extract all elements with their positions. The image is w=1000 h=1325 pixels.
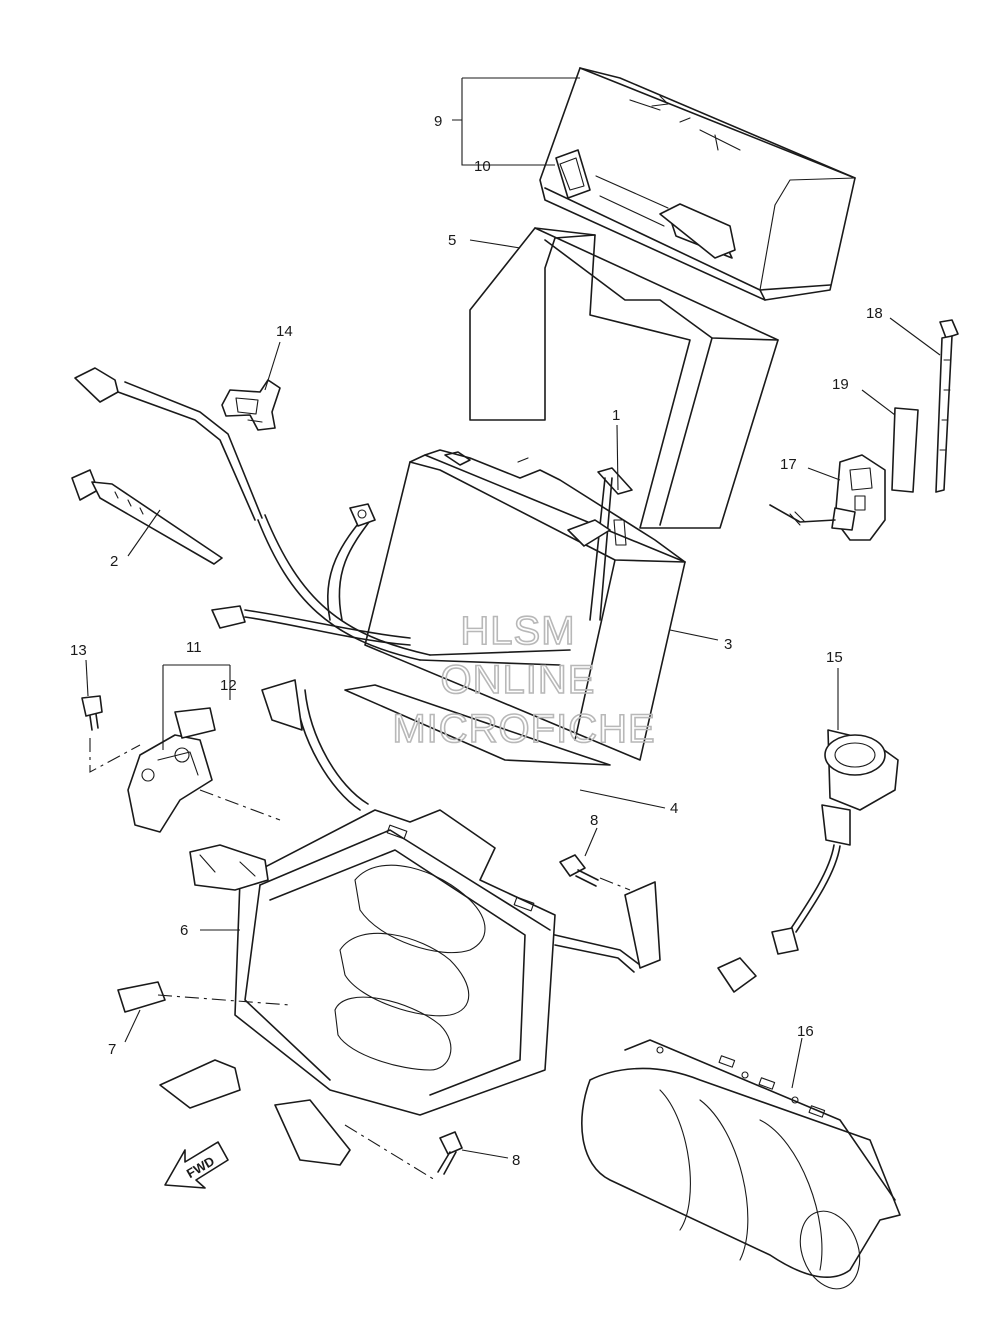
callout-7: 7 [108, 1041, 116, 1058]
battery-cable[interactable] [74, 367, 571, 666]
cable-tie-right[interactable] [935, 319, 959, 493]
battery-cover[interactable] [539, 67, 856, 301]
rubber-strip[interactable] [891, 407, 919, 493]
callout-4: 4 [670, 800, 678, 817]
watermark: HLSM ONLINE MICROFICHE [392, 608, 656, 752]
battery-pad[interactable] [469, 227, 779, 529]
power-socket[interactable] [717, 729, 899, 993]
callout-1: 1 [612, 407, 620, 424]
callout-2: 2 [110, 553, 118, 570]
callouts: 1 2 3 4 5 6 7 8 8 9 10 11 12 13 14 15 16… [70, 113, 883, 1169]
bolt-upper[interactable] [559, 854, 599, 887]
callout-15: 15 [826, 649, 843, 666]
callout-10: 10 [474, 158, 491, 175]
cable-tie-left[interactable] [71, 469, 223, 565]
assembly-lines [89, 738, 631, 1181]
callout-5: 5 [448, 232, 456, 249]
watermark-line-2: ONLINE [441, 658, 596, 702]
callout-3: 3 [724, 636, 732, 653]
callout-8-upper: 8 [590, 812, 598, 829]
watermark-line-1: HLSM [460, 609, 575, 653]
callout-14: 14 [276, 323, 293, 340]
callout-17: 17 [780, 456, 797, 473]
terminal-bolt[interactable] [567, 467, 633, 621]
bolt-lower[interactable] [437, 1131, 463, 1175]
callout-8-lower: 8 [512, 1152, 520, 1169]
callout-11: 11 [186, 639, 202, 656]
callout-16: 16 [797, 1023, 814, 1040]
small-cushion[interactable] [117, 981, 166, 1013]
callout-6: 6 [180, 922, 188, 939]
leader-lines [85, 77, 941, 1159]
battery-tray-plate[interactable] [344, 684, 611, 766]
callout-18: 18 [866, 305, 883, 322]
protector-cover[interactable] [581, 1039, 901, 1297]
starter-relay[interactable] [81, 695, 216, 833]
callout-19: 19 [832, 376, 849, 393]
fwd-arrow-icon: FWD [164, 1141, 229, 1189]
battery-box[interactable] [159, 679, 661, 1166]
watermark-line-3: MICROFICHE [392, 707, 655, 751]
callout-12: 12 [220, 677, 237, 694]
cable-clamp[interactable] [221, 379, 281, 431]
callout-9: 9 [434, 113, 442, 130]
callout-13: 13 [70, 642, 87, 659]
sensor-bracket[interactable] [769, 454, 886, 541]
